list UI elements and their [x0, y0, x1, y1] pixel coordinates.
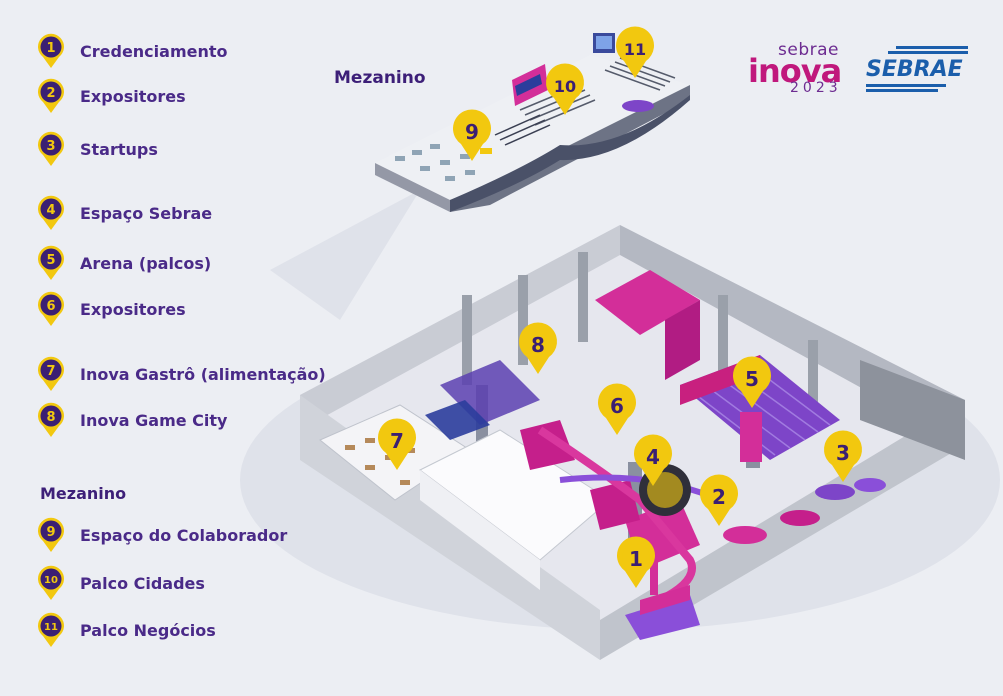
- map-marker-5[interactable]: 5: [733, 356, 771, 408]
- map-marker-4[interactable]: 4: [634, 434, 672, 486]
- map-marker-8-label: 8: [531, 333, 545, 357]
- legend-item-10[interactable]: 10 Palco Cidades: [36, 566, 205, 600]
- sebrae-inova-logo: sebrae inova 2023: [748, 40, 848, 98]
- main-hall: [300, 225, 965, 660]
- legend-mezanino-heading: Mezanino: [40, 484, 127, 503]
- legend-label: Inova Game City: [80, 410, 228, 430]
- svg-text:3: 3: [46, 139, 55, 154]
- legend-item-7[interactable]: 7 Inova Gastrô (alimentação): [36, 357, 326, 391]
- svg-text:5: 5: [46, 253, 55, 268]
- legend-label: Palco Negócios: [80, 620, 216, 640]
- svg-text:4: 4: [46, 203, 55, 218]
- legend-item-8[interactable]: 8 Inova Game City: [36, 403, 227, 437]
- map-marker-4-label: 4: [646, 445, 660, 469]
- map-marker-11[interactable]: 11: [616, 26, 654, 79]
- legend-item-11[interactable]: 11 Palco Negócios: [36, 613, 216, 647]
- pin-icon: 3: [36, 131, 66, 167]
- map-marker-5-label: 5: [745, 367, 759, 391]
- legend-label: Inova Gastrô (alimentação): [80, 364, 326, 384]
- sebrae-logo-bar: [888, 51, 968, 54]
- svg-text:11: 11: [44, 622, 58, 633]
- map-marker-6-label: 6: [610, 394, 624, 418]
- map-marker-1-label: 1: [629, 547, 643, 571]
- legend-label: Espaço Sebrae: [80, 203, 213, 223]
- sebrae-logo-text: SEBRAE: [866, 57, 963, 82]
- pin-icon: 9: [36, 517, 66, 553]
- legend-item-1[interactable]: 1 Credenciamento: [36, 34, 228, 68]
- map-markers: 1 2 3 4 5 6 7 8: [378, 26, 862, 588]
- map-marker-6[interactable]: 6: [598, 383, 636, 435]
- legend-label: Espaço do Colaborador: [80, 525, 288, 545]
- inova-logo-year: 2023: [790, 80, 842, 96]
- legend-item-3[interactable]: 3 Startups: [36, 132, 158, 166]
- map-marker-2[interactable]: 2: [700, 474, 738, 526]
- svg-text:8: 8: [46, 410, 55, 425]
- mezanino-shadow: [270, 190, 420, 320]
- legend-label: Startups: [80, 139, 158, 159]
- svg-text:7: 7: [46, 364, 55, 379]
- legend-label: Expositores: [80, 86, 186, 106]
- map-marker-9-label: 9: [465, 120, 479, 144]
- legend-label: Palco Cidades: [80, 573, 205, 593]
- svg-text:6: 6: [46, 299, 55, 314]
- map-marker-7-label: 7: [390, 429, 404, 453]
- pin-icon: 6: [36, 291, 66, 327]
- pin-icon: 10: [36, 565, 66, 601]
- sebrae-logo: SEBRAE: [866, 40, 976, 98]
- map-marker-1[interactable]: 1: [617, 536, 655, 588]
- map-marker-3[interactable]: 3: [824, 430, 862, 482]
- map-marker-11-label: 11: [624, 40, 646, 59]
- sebrae-logo-bar: [866, 89, 938, 92]
- mezanino-platform: [375, 33, 690, 212]
- legend-item-4[interactable]: 4 Espaço Sebrae: [36, 196, 212, 230]
- svg-text:1: 1: [46, 41, 55, 56]
- pin-icon: 5: [36, 245, 66, 281]
- map-marker-10-label: 10: [554, 77, 576, 96]
- legend-label: Arena (palcos): [80, 253, 212, 273]
- svg-text:10: 10: [44, 575, 58, 586]
- map-marker-2-label: 2: [712, 485, 726, 509]
- svg-text:9: 9: [46, 525, 55, 540]
- pin-icon: 7: [36, 356, 66, 392]
- legend-item-6[interactable]: 6 Expositores: [36, 292, 186, 326]
- legend-item-2[interactable]: 2 Expositores: [36, 79, 186, 113]
- map-marker-8[interactable]: 8: [519, 322, 557, 374]
- inova-logo-main: inova: [748, 52, 842, 90]
- sebrae-logo-bar: [866, 84, 946, 87]
- pin-icon: 4: [36, 195, 66, 231]
- map-marker-10[interactable]: 10: [546, 63, 584, 115]
- sebrae-logo-bar: [896, 46, 968, 49]
- pin-icon: 8: [36, 402, 66, 438]
- pin-icon: 2: [36, 78, 66, 114]
- legend-label: Credenciamento: [80, 41, 228, 61]
- map-marker-7[interactable]: 7: [378, 418, 416, 470]
- inova-logo-sup: sebrae: [778, 40, 839, 60]
- legend-item-5[interactable]: 5 Arena (palcos): [36, 246, 211, 280]
- map-marker-3-label: 3: [836, 441, 850, 465]
- legend-item-9[interactable]: 9 Espaço do Colaborador: [36, 518, 287, 552]
- legend-label: Expositores: [80, 299, 186, 319]
- pin-icon: 1: [36, 33, 66, 69]
- svg-text:2: 2: [46, 86, 55, 101]
- map-mezanino-label: Mezanino: [334, 68, 426, 88]
- map-marker-9[interactable]: 9: [453, 109, 491, 161]
- pin-icon: 11: [36, 612, 66, 648]
- legend: 1 Credenciamento 2 Expositores 3 Startup…: [0, 0, 326, 696]
